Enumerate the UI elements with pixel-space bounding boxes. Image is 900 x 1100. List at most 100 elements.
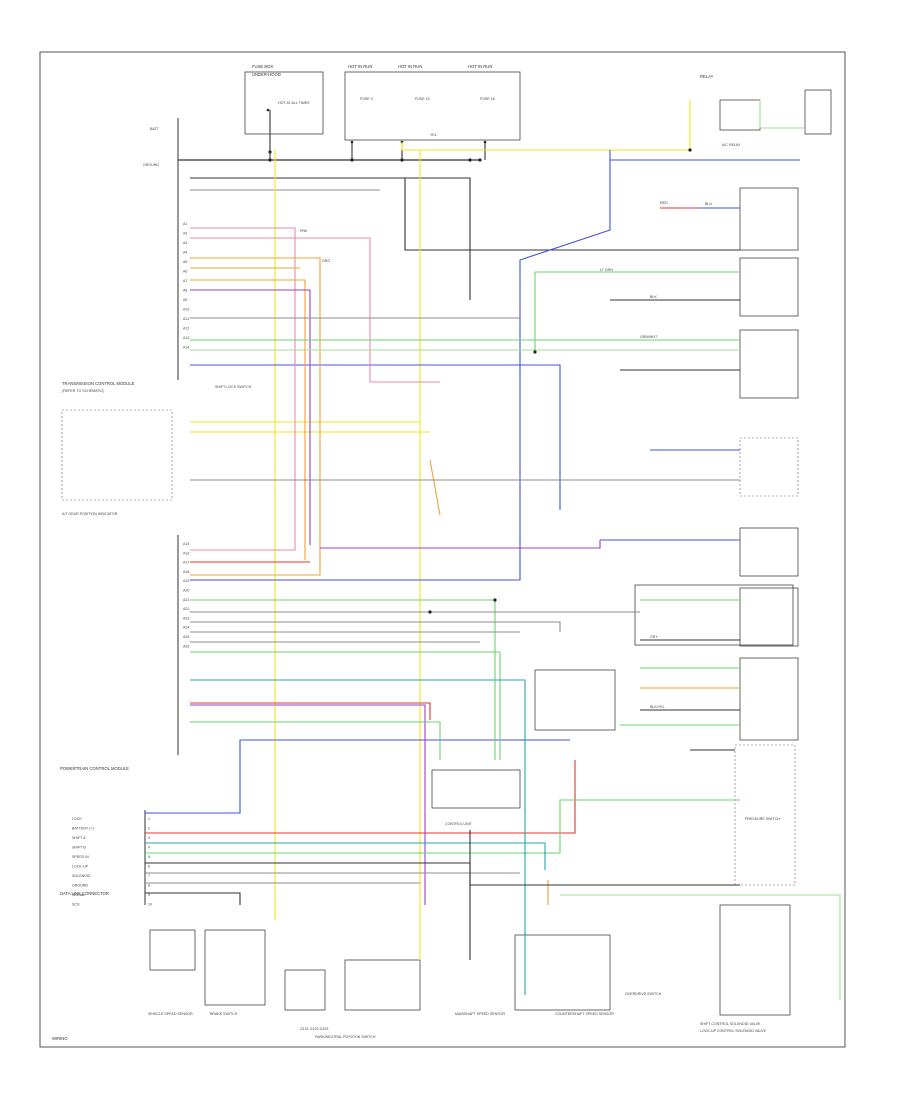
- pcm-pin-13: A14: [183, 346, 189, 350]
- wire-yel-top: [401, 100, 691, 151]
- fuse-c: FUSE 16: [480, 97, 495, 101]
- dlc-name-7: GROUND: [72, 884, 88, 888]
- wire-teal-1: [190, 679, 526, 995]
- pcm-pin-10: A11: [183, 317, 189, 321]
- dlc-name-3: SHIFT B: [72, 846, 86, 850]
- wire-blk-2: [404, 178, 740, 251]
- wire-blu-1: [190, 160, 611, 581]
- wire-grn-6: [190, 651, 501, 760]
- pcm-pin-3: A4: [183, 251, 187, 255]
- countershaft-label: COUNTERSHAFT SPEED SENSOR: [555, 1012, 614, 1016]
- wire-gry-3: [190, 621, 561, 632]
- pcm-pin-6: A7: [183, 279, 187, 283]
- ign-label-3: HOT IN RUN: [468, 64, 492, 69]
- dlc-pin-6: 7: [148, 874, 150, 878]
- wire-pnk-2: [190, 237, 440, 383]
- shift-solenoid-label: SHIFT CONTROL SOLENOID VALVE: [700, 1022, 761, 1026]
- junction-dot-6: [428, 610, 432, 614]
- control-unit-label: CONTROL UNIT: [445, 822, 473, 826]
- lower-block-label: POWERTRAIN CONTROL MODULE: [60, 766, 129, 771]
- wire-blk-8: [145, 892, 241, 905]
- shift-lock-switch-label: SHIFT LOCK SWITCH: [215, 385, 252, 389]
- speed-sensor-label: VEHICLE SPEED SENSOR: [148, 1012, 193, 1016]
- dlc-label: DATA LINK CONNECTOR: [60, 891, 109, 896]
- pcm-block: TRANSMISSION CONTROL MODULE (REFER TO SC…: [62, 118, 252, 393]
- pcm-pin-4: A5: [183, 260, 187, 264]
- dlc-name-1: BATTERY (+): [72, 827, 94, 831]
- dlc-name-0: LOCK: [72, 817, 82, 821]
- lower-pin-7: A22: [183, 607, 189, 611]
- relay-label: RELAY: [700, 74, 714, 79]
- wire-ppl-2: [190, 704, 426, 905]
- wire-red-2: [145, 760, 576, 834]
- wire-layer: [145, 100, 841, 1000]
- dlc-name-4: SPEED IN: [72, 855, 89, 859]
- code-pnk-1: PNK: [300, 229, 308, 233]
- fuse-box-desc: HOT AT ALL TIMES: [278, 101, 310, 105]
- pcm-pin-0: A1: [183, 222, 187, 226]
- ign-label-1: HOT IN RUN: [348, 64, 372, 69]
- lower-pin-block: POWERTRAIN CONTROL MODULE: [60, 535, 179, 771]
- wire-org-1: [190, 257, 321, 576]
- fuse-a: FUSE 9: [360, 97, 373, 101]
- batt-label: BATT: [150, 127, 160, 131]
- lower-pin-2: A17: [183, 561, 189, 565]
- pcm-label: TRANSMISSION CONTROL MODULE: [62, 381, 135, 386]
- dlc-name-9: SCS: [72, 903, 80, 907]
- pcm-pin-2: A3: [183, 241, 187, 245]
- grounds-label: G101 G102 G103: [300, 1027, 328, 1031]
- junction-dot-1: [400, 158, 404, 162]
- pressure-switch-label: PRESSURE SWITCH: [745, 817, 780, 821]
- dlc-name-8: SIGNAL: [72, 893, 85, 897]
- wire-red-4: [190, 702, 431, 720]
- junction-dot-8: [268, 158, 272, 162]
- lower-pin-9: A24: [183, 626, 189, 630]
- dlc-pin-1: 2: [148, 827, 150, 831]
- code-org-1: ORG: [322, 259, 330, 263]
- lower-pin-0: A15: [183, 542, 189, 546]
- code-red-1: RED: [660, 201, 668, 205]
- pcm-pin-5: A6: [183, 270, 187, 274]
- junction-dot-7: [688, 148, 692, 152]
- code-gry-1: GRY: [650, 635, 658, 639]
- junction-dot-5: [493, 598, 497, 602]
- lower-pin-6: A21: [183, 598, 189, 602]
- lower-pin-8: A23: [183, 616, 189, 620]
- gear-indicator-label: A/T GEAR POSITION INDICATOR: [62, 512, 118, 516]
- fuse-box-title: FUSE BOX: [252, 64, 273, 69]
- wire-blk-7: [145, 862, 740, 886]
- code-ltgrn-1: LT GRN: [600, 268, 613, 272]
- lower-pin-10: A25: [183, 635, 189, 639]
- dlc-name-6: SOLENOID: [72, 874, 91, 878]
- code-blk-1: BLK: [650, 295, 657, 299]
- dlc-name-5: LOCK-UP: [72, 865, 89, 869]
- wire-org-3: [190, 279, 306, 560]
- lower-pin-11: A26: [183, 644, 189, 648]
- dlc-pin-3: 4: [148, 846, 150, 850]
- pcm-pin-1: A2: [183, 232, 187, 236]
- diagram-frame: [39, 51, 846, 1048]
- wire-grn-10: [759, 100, 805, 129]
- wire-blk-1: [190, 177, 471, 300]
- wire-pnk-1: [190, 227, 296, 551]
- pcm-label-2: (REFER TO SCHEMATIC): [62, 389, 104, 393]
- brake-switch-label: BRAKE SWITCH: [210, 1012, 238, 1016]
- dlc-pin-2: 3: [148, 836, 150, 840]
- code-blkyel-1: BLK/YEL: [650, 705, 665, 709]
- dlc-pin-7: 8: [148, 884, 150, 888]
- ign-label-2: HOT IN RUN: [398, 64, 422, 69]
- fuse-box-sub: UNDER-HOOD: [252, 72, 281, 77]
- pcm-pin-12: A13: [183, 336, 189, 340]
- wire-blu-5: [145, 739, 570, 814]
- junction-dot-2: [468, 158, 472, 162]
- wire-ppl-3: [320, 540, 601, 549]
- wire-grn-7: [190, 721, 441, 760]
- dlc-block: DATA LINK CONNECTOR: [60, 810, 146, 905]
- park-switch-label: PARK/NEUTRAL POSITION SWITCH: [315, 1035, 376, 1039]
- pcm-pin-11: A12: [183, 327, 189, 331]
- under-hood-fuse-box: FUSE BOX UNDER-HOOD HOT AT ALL TIMES BAT…: [143, 64, 324, 167]
